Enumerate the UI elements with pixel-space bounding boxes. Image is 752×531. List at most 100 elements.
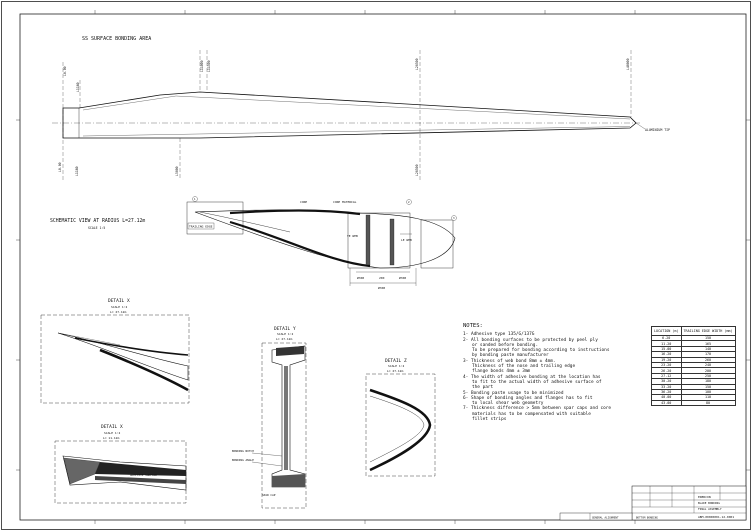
airfoil-labels: TRAILING EDGE CORE CORE MATERIAL TE WEB … <box>187 197 455 290</box>
detail-radius: L= 27.12m <box>110 310 126 314</box>
note-line: by bonding paste manufacturer <box>472 353 663 358</box>
note-line: the part <box>472 385 663 390</box>
core-label: CORE <box>300 200 307 204</box>
note-line: to local shear web geometry <box>472 401 663 406</box>
station-label: L26500 <box>415 58 419 70</box>
note-line: flange bonds 4mm ± 3mm <box>472 369 663 374</box>
note-number: 6- <box>463 395 469 401</box>
trailing-edge-label: TRAILING EDGE <box>189 225 213 229</box>
detail-radius: L= 27.12m <box>276 337 292 341</box>
airfoil-section <box>186 196 457 286</box>
footer-left: GENERAL ALIGNMENT <box>592 516 619 520</box>
note-number: 5- <box>463 390 469 396</box>
title-line-2: FINAL ASSEMBLY <box>698 507 722 511</box>
detail-z-callout-box <box>420 219 454 269</box>
detail-title: DETAIL X <box>101 424 123 430</box>
notes-heading: NOTES: <box>463 323 483 329</box>
location-table: LOCATION (m) TRAILING EDGE WIDTH (mm) 6.… <box>651 326 736 407</box>
note-line: 1- Adhesive type 135/G/137G <box>463 332 663 337</box>
location-cell: 43.00 <box>651 399 682 407</box>
dim-total: Ø300 <box>378 285 385 290</box>
detail-z: DETAIL Z SCALE 1:2 L= 27.12m <box>365 358 436 477</box>
top-title: SS SURFACE BONDING AREA <box>82 36 151 42</box>
detail-scale: SCALE 1:2 <box>104 431 120 435</box>
note-line: or sanded before bonding. <box>472 343 663 348</box>
callout-2: 2 <box>408 200 410 204</box>
station-label: L0.00 <box>58 162 62 172</box>
title-block: ENERCON BLADE BONDING FINAL ASSEMBLY ABM… <box>559 485 747 521</box>
detail-title: DETAIL Z <box>385 358 407 364</box>
dim-mid: 200 <box>379 276 385 280</box>
trailing-edge-width-header: TRAILING EDGE WIDTH (mm) <box>680 326 736 336</box>
station-label: L11000 <box>200 60 204 72</box>
footer-right: BOTTOM BONDING <box>636 516 658 520</box>
note-number: 2- <box>463 337 469 343</box>
note-line: materials has to be compensated with sui… <box>472 412 663 417</box>
note-text: materials has to be compensated with sui… <box>472 411 591 417</box>
note-line: 2- All bonding surfaces to be protected … <box>463 338 663 343</box>
detail-scale: SCALE 1:2 <box>388 364 404 368</box>
le-web-label: LE WEB <box>401 238 412 242</box>
detail-scale: SCALE 1:2 <box>277 332 293 336</box>
detail-title: DETAIL Y <box>274 326 296 332</box>
callout-1: 1 <box>194 197 196 201</box>
note-number: 1- <box>463 332 469 338</box>
inner-border <box>19 13 747 521</box>
station-label: L26500 <box>415 164 419 176</box>
note-line: 6- Shape of bonding angles and flanges h… <box>463 396 663 401</box>
callout-3: 3 <box>453 216 455 220</box>
station-label: L40000 <box>626 58 630 70</box>
note-text: All bonding surfaces to be protected by … <box>470 337 598 343</box>
dim-left: Ø300 <box>357 275 364 280</box>
note-text: the part <box>472 385 494 391</box>
drawing-number: ABM-00000001-12-0001 <box>698 515 734 519</box>
adhesive-surface-label: ADHESIVE SURFACE <box>130 473 157 477</box>
te-web-label: TE WEB <box>347 234 358 238</box>
width-cell: 80 <box>680 399 736 407</box>
station-lines <box>62 50 632 180</box>
note-text: to local shear web geometry <box>472 401 544 407</box>
detail-scale: SCALE 1:2 <box>111 305 127 309</box>
station-label: L11500 <box>207 60 211 72</box>
note-text: fillet strips <box>472 417 507 423</box>
note-text: to fit to the actual width of adhesive s… <box>472 379 602 385</box>
note-text: Thickness of the nose and trailing edge <box>472 364 576 370</box>
border-ticks <box>16 10 750 524</box>
schematic-title: SCHEMATIC VIEW AT RADIUS L=27.12m <box>50 218 145 224</box>
detail-x-callout-box <box>186 201 244 235</box>
note-number: 4- <box>463 374 469 380</box>
blade-planform <box>52 91 646 139</box>
note-text: Thickness of web bond 8mm ± 4mm. <box>470 358 556 364</box>
detail-x-top: DETAIL X SCALE 1:2 L= 27.12m <box>40 298 190 404</box>
note-line: 4- The width of adhesive bonding at the … <box>463 375 663 380</box>
detail-x-bottom: DETAIL X SCALE 1:2 L= 11.12m ADHESIVE SU… <box>54 424 187 504</box>
detail-radius: L= 11.12m <box>103 436 119 440</box>
note-text: The width of adhesive bonding at the loc… <box>470 374 601 380</box>
location-header: LOCATION (m) <box>651 326 682 336</box>
note-line: fillet strips <box>472 417 663 422</box>
dim-right: Ø300 <box>399 275 406 280</box>
note-line: 7- Thickness difference > 5mm between sp… <box>463 406 663 411</box>
note-text: or sanded before bonding. <box>472 342 539 348</box>
note-text: To be prepared for bonding according to … <box>472 348 610 354</box>
detail-radius: L= 27.12m <box>387 369 403 373</box>
note-text: Shape of bonding angles and flanges has … <box>470 395 593 401</box>
note-number: 7- <box>463 406 469 412</box>
note-line: 5- Bonding paste usage to be minimized <box>463 391 663 396</box>
note-text: Bonding paste usage to be minimized <box>470 390 564 396</box>
bonding-notch-label: BONDING NOTCH <box>232 449 254 453</box>
bonding-angle-label: BONDING ANGLE <box>232 458 254 462</box>
company-name: ENERCON <box>698 495 711 499</box>
note-text: Adhesive type 135/G/137G <box>470 332 535 338</box>
detail-y: DETAIL Y SCALE 1:2 L= 27.12m BONDING NOT… <box>232 326 307 509</box>
tip-label: ALUMINIUM TIP <box>645 128 670 132</box>
station-label: L5000 <box>175 166 179 176</box>
note-line: Thickness of the nose and trailing edge <box>472 364 663 369</box>
note-line: 3- Thickness of web bond 8mm ± 4mm. <box>463 359 663 364</box>
